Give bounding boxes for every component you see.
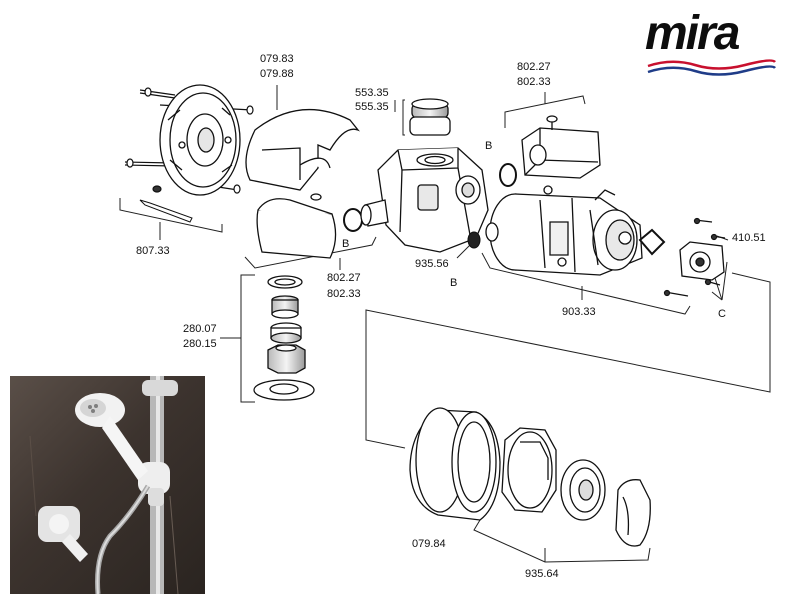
shroud-cover [245, 109, 361, 259]
label-b-upper: B [485, 140, 493, 152]
label-802-33-mid: 802.33 [327, 288, 361, 300]
label-410-51: 410.51 [732, 232, 766, 244]
label-b-lower: B [450, 277, 458, 289]
cartridge-assembly [485, 185, 643, 276]
label-553-35: 553.35 [355, 87, 389, 99]
label-079-83: 079.83 [260, 53, 294, 65]
shower-illustration [29, 376, 179, 594]
label-555-35: 555.35 [355, 101, 389, 113]
label-935-56: 935.56 [415, 258, 449, 270]
label-079-84: 079.84 [412, 538, 446, 550]
allen-key [139, 199, 193, 223]
screws-right [663, 217, 726, 297]
brand-logo: mira [645, 7, 740, 60]
back-plate [159, 84, 241, 196]
o-ring-left [343, 208, 363, 232]
label-807-33: 807.33 [136, 245, 170, 257]
label-903-33: 903.33 [562, 306, 596, 318]
inlet-fittings [253, 275, 315, 401]
product-photo [10, 376, 205, 594]
right-component [679, 241, 725, 281]
filter [467, 231, 481, 249]
label-280-15: 280.15 [183, 338, 217, 350]
label-802-33-top: 802.33 [517, 76, 551, 88]
logo-swoosh [647, 59, 776, 76]
seal-washer [638, 228, 666, 256]
label-b-left: B [342, 238, 350, 250]
valve-body [360, 147, 489, 253]
label-935-64: 935.64 [525, 568, 559, 580]
label-c: C [718, 308, 726, 320]
label-802-27-mid: 802.27 [327, 272, 361, 284]
o-ring-right [499, 163, 517, 187]
label-280-07: 280.07 [183, 323, 217, 335]
label-802-27-top: 802.27 [517, 61, 551, 73]
top-cover-piece [521, 115, 601, 179]
top-fitting [409, 98, 451, 136]
label-079-88: 079.88 [260, 68, 294, 80]
lower-assembly [409, 407, 651, 547]
